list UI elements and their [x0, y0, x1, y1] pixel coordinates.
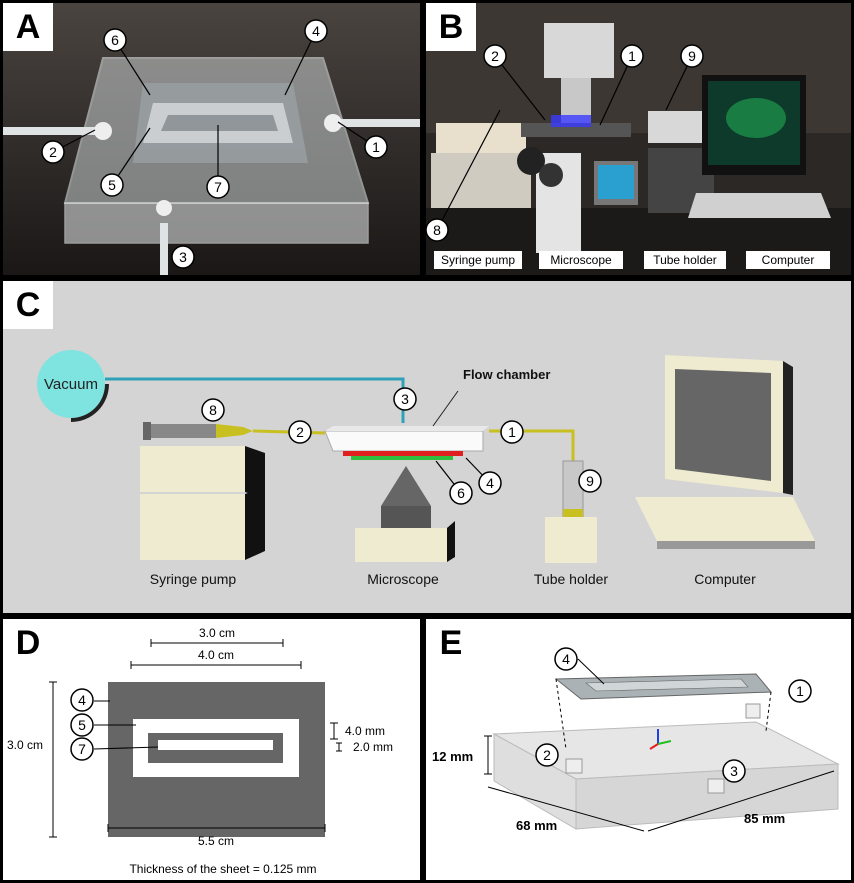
- dim-width: 5.5 cm: [198, 834, 234, 848]
- dim-3cm: 3.0 cm: [199, 626, 235, 640]
- flow-chamber-label: Flow chamber: [463, 367, 550, 382]
- thickness-note: Thickness of the sheet = 0.125 mm: [129, 862, 316, 876]
- caption-syringe-pump: Syringe pump: [150, 571, 237, 587]
- sheet-red: [343, 451, 463, 456]
- coverslip-green: [351, 456, 453, 460]
- vacuum-reservoir: [37, 350, 105, 418]
- panel-label-b: B: [426, 3, 476, 51]
- sheet-drawing: 3.0 cm 4.0 cm 3.0 cm 5.5 cm 4.0 mm 2.0 m…: [7, 626, 393, 876]
- panel-label-d: D: [3, 619, 53, 667]
- panel-e: 12 mm 68 mm 85 mm E: [426, 619, 851, 880]
- tag-syringe-pump: Syringe pump: [434, 251, 522, 269]
- dim-68mm: 68 mm: [516, 818, 557, 833]
- panel-c: Vacuum Flow chamber: [3, 281, 851, 613]
- chamber-3d-drawing: 12 mm 68 mm 85 mm: [432, 658, 840, 833]
- dim-height: 3.0 cm: [7, 738, 43, 752]
- vacuum-label: Vacuum: [44, 376, 98, 393]
- dim-height: 12 mm: [432, 749, 473, 764]
- caption-computer: Computer: [694, 571, 756, 587]
- tag-tube-holder: Tube holder: [644, 251, 726, 269]
- panel-label-c: C: [3, 281, 53, 329]
- caption-tube-holder: Tube holder: [534, 571, 609, 587]
- panel-b: B Syringe pump Microscope Tube holder Co…: [426, 3, 851, 275]
- tag-computer: Computer: [746, 251, 830, 269]
- panel-label-e: E: [426, 619, 476, 667]
- caption-microscope: Microscope: [367, 571, 439, 587]
- tag-microscope: Microscope: [539, 251, 623, 269]
- dim-gap1: 4.0 mm: [345, 724, 385, 738]
- flow-chamber-photo: [3, 3, 420, 275]
- dim-85mm: 85 mm: [744, 811, 785, 826]
- setup-photo: [426, 3, 851, 275]
- dim-4cm: 4.0 cm: [198, 648, 234, 662]
- panel-a: A: [3, 3, 420, 275]
- dim-gap2: 2.0 mm: [353, 740, 393, 754]
- panel-label-a: A: [3, 3, 53, 51]
- setup-schematic: Vacuum Flow chamber: [37, 350, 815, 587]
- panel-d: 3.0 cm 4.0 cm 3.0 cm 5.5 cm 4.0 mm 2.0 m…: [3, 619, 420, 880]
